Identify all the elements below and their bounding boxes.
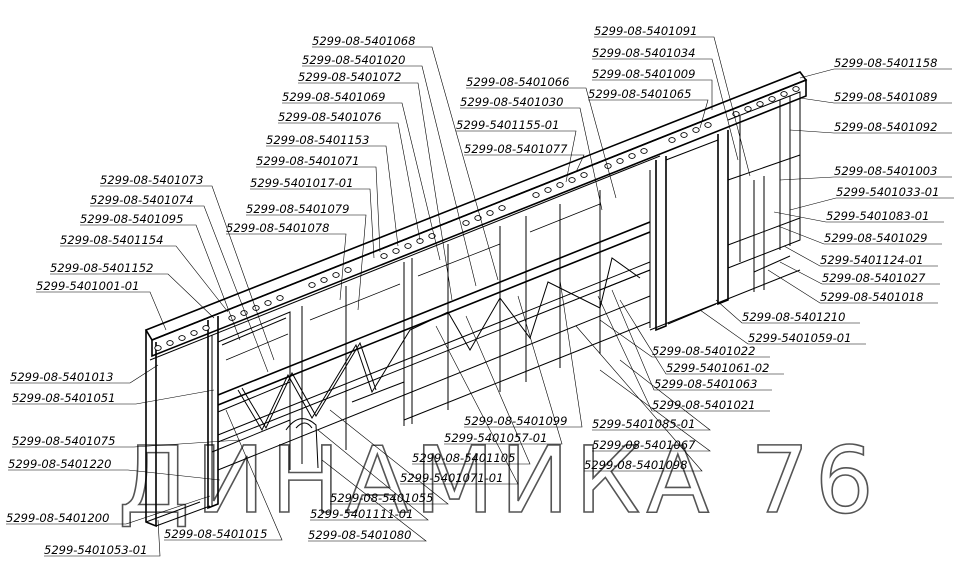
- leader-lines: [6, 36, 954, 557]
- callout-label: 5299-08-5401095: [80, 212, 183, 226]
- callout-label: 5299-08-5401078: [226, 221, 329, 235]
- callout-label: 5299-5401085-01: [592, 417, 695, 431]
- callout-label: 5299-08-5401158: [834, 56, 937, 70]
- callout-label: 5299-08-5401071: [256, 154, 359, 168]
- callout-label: 5299-5401155-01: [456, 118, 559, 132]
- callout-label: 5299-08-5401200: [6, 511, 109, 525]
- callout-label: 5299-5401059-01: [748, 331, 851, 345]
- callout-label: 5299-08-5401152: [50, 261, 153, 275]
- callout-label: 5299-08-5401009: [592, 67, 695, 81]
- callout-label: 5299-08-5401018: [820, 290, 923, 304]
- callouts-top-mid: 5299-08-5401066 5299-08-5401030 5299-540…: [456, 75, 569, 156]
- callouts-top-center: 5299-08-5401068 5299-08-5401020 5299-08-…: [226, 34, 415, 235]
- callout-label: 5299-5401057-01: [444, 431, 547, 445]
- callout-label: 5299-5401061-02: [666, 361, 769, 375]
- callout-label: 5299-08-5401020: [302, 53, 405, 67]
- callout-label: 5299-08-5401075: [12, 434, 115, 448]
- callout-label: 5299-08-5401067: [592, 438, 696, 452]
- callout-label: 5299-08-5401030: [460, 95, 563, 109]
- callout-label: 5299-08-5401027: [822, 271, 926, 285]
- callout-label: 5299-08-5401066: [466, 75, 569, 89]
- callout-label: 5299-08-5401069: [282, 90, 385, 104]
- callout-label: 5299-08-5401068: [312, 34, 415, 48]
- callout-label: 5299-08-5401034: [592, 46, 695, 60]
- callouts-right: 5299-08-5401158 5299-08-5401089 5299-08-…: [652, 56, 939, 412]
- callout-label: 5299-5401001-01: [36, 279, 139, 293]
- callout-label: 5299-08-5401091: [594, 24, 697, 38]
- callout-label: 5299-5401124-01: [820, 253, 923, 267]
- callout-label: 5299-08-5401080: [308, 528, 411, 542]
- callout-label: 5299-5401111-01: [310, 507, 413, 521]
- callout-label: 5299-08-5401153: [266, 133, 369, 147]
- callout-label: 5299-08-5401073: [100, 173, 203, 187]
- callout-label: 5299-08-5401099: [464, 414, 567, 428]
- callout-label: 5299-5401071-01: [400, 471, 503, 485]
- frame-structure: [144, 71, 808, 528]
- callout-label: 5299-08-5401055: [330, 491, 433, 505]
- callout-label: 5299-08-5401065: [588, 87, 691, 101]
- callout-label: 5299-08-5401092: [834, 120, 937, 134]
- callouts-bottom: 5299-08-5401099 5299-5401057-01 5299-08-…: [308, 414, 696, 542]
- callout-label: 5299-08-5401077: [464, 142, 568, 156]
- callout-label: 5299-08-5401022: [652, 344, 755, 358]
- callouts-left: 5299-08-5401073 5299-08-5401074 5299-08-…: [6, 173, 267, 557]
- callout-label: 5299-08-5401003: [834, 164, 937, 178]
- callout-label: 5299-5401053-01: [44, 543, 147, 557]
- callout-label: 5299-08-5401210: [742, 310, 845, 324]
- callout-label: 5299-08-5401105: [412, 451, 515, 465]
- callout-label: 5299-08-5401076: [278, 110, 381, 124]
- callout-label: 5299-08-5401098: [584, 458, 687, 472]
- callout-label: 5299-08-5401029: [824, 231, 927, 245]
- callout-label: 5299-5401033-01: [836, 185, 939, 199]
- callout-label: 5299-08-5401015: [164, 527, 267, 541]
- callout-label: 5299-08-5401220: [8, 457, 111, 471]
- callout-label: 5299-08-5401074: [90, 193, 193, 207]
- callout-label: 5299-5401083-01: [826, 209, 929, 223]
- callout-label: 5299-08-5401089: [834, 90, 937, 104]
- callout-label: 5299-08-5401021: [652, 398, 755, 412]
- callouts-top-right: 5299-08-5401091 5299-08-5401034 5299-08-…: [588, 24, 697, 101]
- callout-label: 5299-08-5401051: [12, 391, 115, 405]
- callout-label: 5299-5401017-01: [250, 176, 353, 190]
- callout-label: 5299-08-5401063: [654, 377, 757, 391]
- callout-label: 5299-08-5401013: [10, 370, 113, 384]
- callout-label: 5299-08-5401072: [298, 70, 401, 84]
- callout-label: 5299-08-5401154: [60, 233, 163, 247]
- callout-label: 5299-08-5401079: [246, 202, 349, 216]
